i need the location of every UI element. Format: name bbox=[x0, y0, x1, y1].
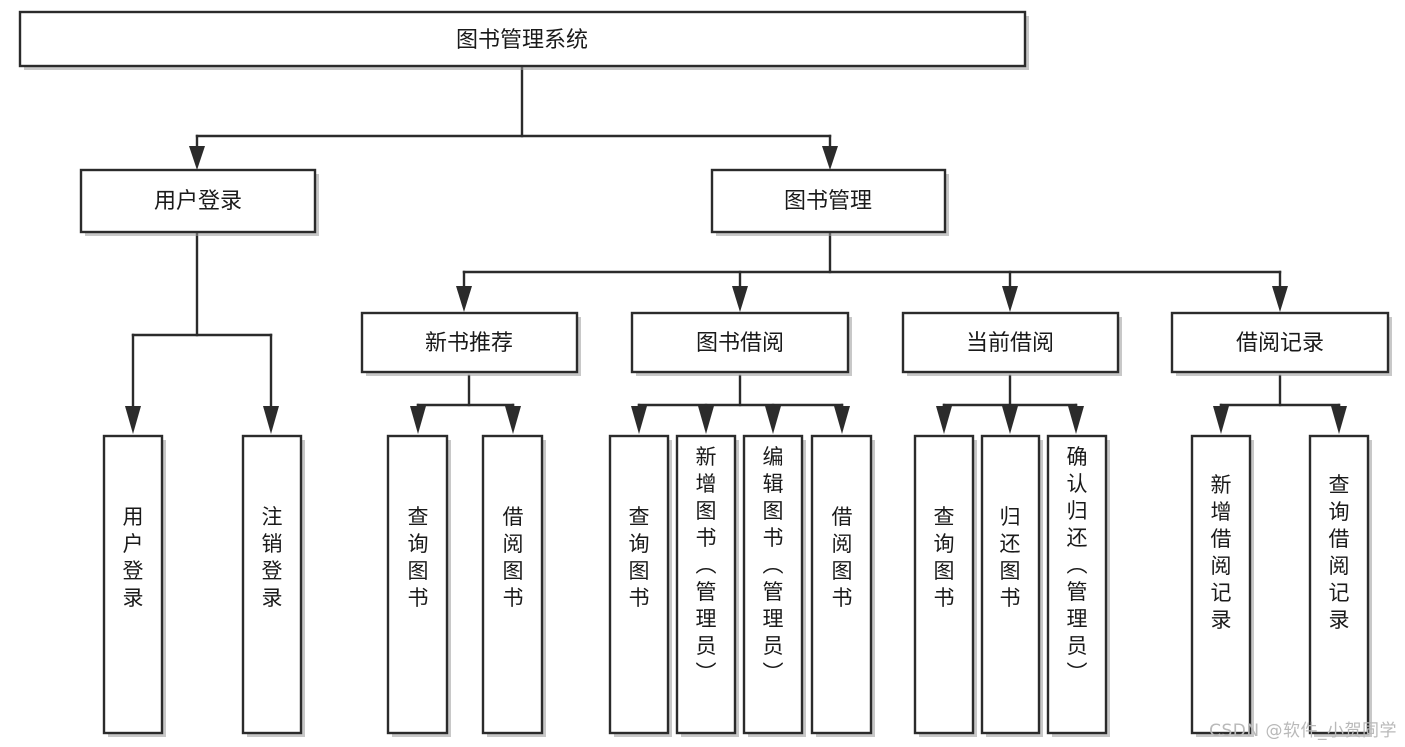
node-leaf-query-book-2[interactable]: 查询图书 bbox=[608, 434, 672, 737]
node-user-login[interactable]: 用户登录 bbox=[79, 168, 319, 236]
node-new-book-rec[interactable]: 新书推荐 bbox=[360, 311, 581, 376]
node-leaf-user-logout-label: 注销登录 bbox=[262, 505, 283, 610]
arrow-currentborrow-l3 bbox=[1068, 406, 1084, 434]
node-leaf-borrow-book-1[interactable]: 借阅图书 bbox=[481, 434, 546, 737]
arrow-borrowrecord-l1 bbox=[1213, 406, 1229, 434]
node-book-borrow-label: 图书借阅 bbox=[696, 331, 784, 356]
node-leaf-add-record-label: 新增借阅记录 bbox=[1211, 473, 1232, 632]
arrow-newbook-l2 bbox=[505, 406, 521, 434]
node-leaf-borrow-book-2-label: 借阅图书 bbox=[832, 505, 853, 610]
node-root[interactable]: 图书管理系统 bbox=[18, 10, 1029, 70]
arrow-root-to-bookmanage bbox=[822, 146, 838, 170]
node-leaf-query-record[interactable]: 查询借阅记录 bbox=[1308, 434, 1372, 737]
node-root-label: 图书管理系统 bbox=[456, 28, 588, 53]
node-leaf-user-login-label: 用户登录 bbox=[123, 505, 144, 610]
leaf-nodes-layer: 用户登录 注销登录 查询图书 借阅图书 查询图书 bbox=[102, 434, 1372, 737]
node-leaf-return-book-label: 归还图书 bbox=[1000, 505, 1021, 610]
node-leaf-add-record[interactable]: 新增借阅记录 bbox=[1190, 434, 1254, 737]
node-user-login-label: 用户登录 bbox=[154, 189, 242, 214]
node-borrow-record-label: 借阅记录 bbox=[1236, 331, 1324, 356]
node-leaf-query-book-1[interactable]: 查询图书 bbox=[386, 434, 451, 737]
node-leaf-borrow-book-1-label: 借阅图书 bbox=[503, 505, 524, 610]
arrow-borrowrecord-l2 bbox=[1331, 406, 1347, 434]
arrow-bm-c3 bbox=[1002, 286, 1018, 312]
arrow-bm-c2 bbox=[732, 286, 748, 312]
node-leaf-user-login[interactable]: 用户登录 bbox=[102, 434, 166, 737]
node-book-borrow[interactable]: 图书借阅 bbox=[630, 311, 852, 376]
node-leaf-query-book-3[interactable]: 查询图书 bbox=[913, 434, 977, 737]
node-leaf-confirm-return[interactable]: 确认归还︵管理员︶ bbox=[1046, 434, 1110, 737]
arrow-userlogin-l1 bbox=[125, 406, 141, 434]
node-leaf-query-record-label: 查询借阅记录 bbox=[1329, 473, 1350, 632]
arrow-bookborrow-l1 bbox=[631, 406, 647, 434]
arrow-root-to-userlogin bbox=[189, 146, 205, 170]
arrow-currentborrow-l1 bbox=[936, 406, 952, 434]
node-leaf-query-book-1-label: 查询图书 bbox=[408, 505, 429, 610]
csdn-watermark: CSDN @软件_小贺同学 bbox=[1209, 721, 1397, 741]
node-leaf-return-book[interactable]: 归还图书 bbox=[980, 434, 1043, 737]
edges-layer bbox=[125, 65, 1347, 434]
node-leaf-borrow-book-2[interactable]: 借阅图书 bbox=[810, 434, 875, 737]
node-new-book-rec-label: 新书推荐 bbox=[425, 331, 513, 356]
node-leaf-confirm-return-label: 确认归还︵管理员︶ bbox=[1067, 445, 1088, 685]
arrow-currentborrow-l2 bbox=[1002, 406, 1018, 434]
arrow-newbook-l1 bbox=[410, 406, 426, 434]
node-current-borrow[interactable]: 当前借阅 bbox=[901, 311, 1122, 376]
node-borrow-record[interactable]: 借阅记录 bbox=[1170, 311, 1392, 376]
arrow-bookborrow-l4 bbox=[834, 406, 850, 434]
node-leaf-add-book[interactable]: 新增图书︵管理员︶ bbox=[675, 434, 739, 737]
arrow-bm-c1 bbox=[456, 286, 472, 312]
arrow-bm-c4 bbox=[1272, 286, 1288, 312]
node-leaf-query-book-2-label: 查询图书 bbox=[629, 505, 650, 610]
arrow-bookborrow-l2 bbox=[698, 406, 714, 434]
node-current-borrow-label: 当前借阅 bbox=[966, 331, 1054, 356]
arrow-bookborrow-l3 bbox=[765, 406, 781, 434]
node-leaf-query-book-3-label: 查询图书 bbox=[934, 505, 955, 610]
node-leaf-user-logout[interactable]: 注销登录 bbox=[241, 434, 305, 737]
node-leaf-add-book-label: 新增图书︵管理员︶ bbox=[696, 445, 717, 685]
node-book-manage-label: 图书管理 bbox=[784, 189, 872, 214]
arrow-userlogin-l2 bbox=[263, 406, 279, 434]
node-book-manage[interactable]: 图书管理 bbox=[710, 168, 949, 236]
node-leaf-edit-book-label: 编辑图书︵管理员︶ bbox=[763, 445, 784, 685]
node-leaf-edit-book[interactable]: 编辑图书︵管理员︶ bbox=[742, 434, 806, 737]
